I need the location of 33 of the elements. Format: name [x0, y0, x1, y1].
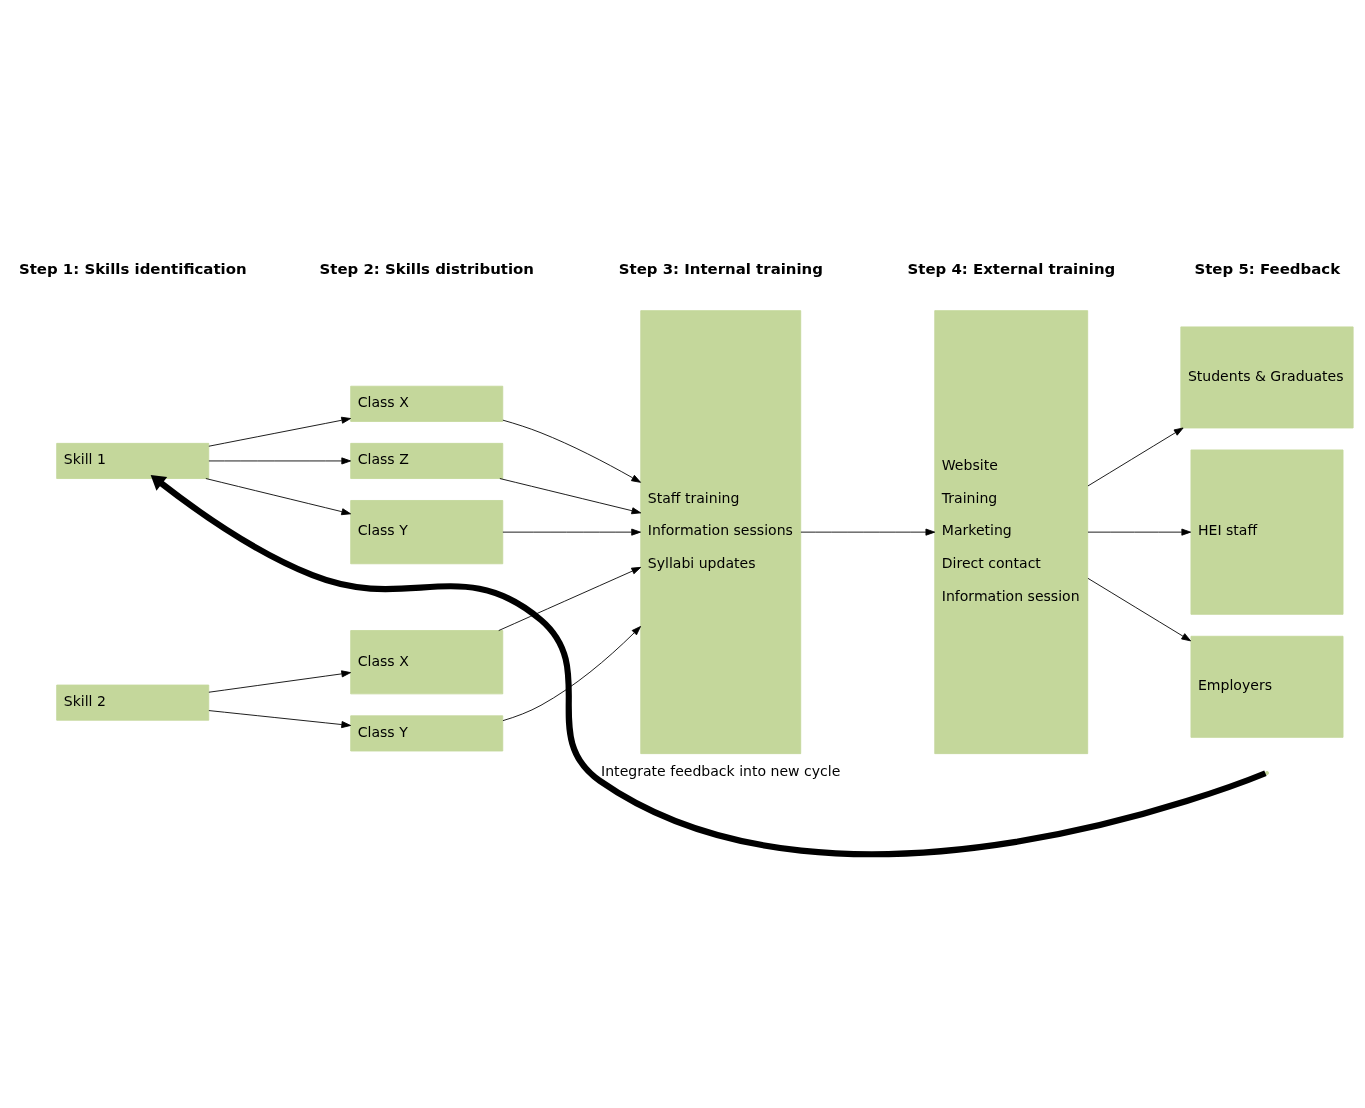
arrow	[150, 475, 1267, 858]
node-box: Staff training Information sessions Syllabi updates	[640, 310, 802, 755]
arrow	[502, 528, 641, 536]
arrow	[502, 626, 641, 722]
node-box: Skill 2	[56, 684, 210, 721]
arrow	[205, 478, 352, 516]
node-box: Skill 1	[56, 442, 210, 479]
arrow	[502, 419, 641, 483]
arrow	[208, 457, 352, 465]
label: Step 1: Skills identification	[18, 259, 247, 278]
label: Step 4: External training	[907, 259, 1116, 278]
edge-label: Integrate feedback into new cycle	[601, 763, 841, 780]
node-box: Students & Graduates	[1180, 326, 1354, 429]
arrow	[208, 416, 352, 447]
node-box: Employers	[1190, 635, 1344, 738]
arrow	[208, 710, 352, 729]
arrow	[1087, 528, 1192, 536]
node-box: Website Training Marketing Direct contact Information session	[934, 310, 1089, 755]
node-box: Class X	[350, 630, 504, 695]
arrow	[1087, 427, 1184, 487]
node-box: Class Y	[350, 715, 504, 752]
arrow	[208, 670, 352, 693]
arrow	[800, 528, 936, 536]
label: Step 3: Internal training	[618, 259, 823, 278]
node-box: HEI staff	[1190, 449, 1344, 615]
node-box: Class Z	[350, 442, 504, 479]
arrow	[498, 566, 642, 631]
node-box: Class X	[350, 385, 504, 422]
arrow	[499, 478, 642, 515]
arrow	[1087, 577, 1192, 642]
node-box: Class Y	[350, 500, 504, 565]
label: Step 5: Feedback	[1194, 259, 1341, 278]
label: Step 2: Skills distribution	[319, 259, 534, 278]
